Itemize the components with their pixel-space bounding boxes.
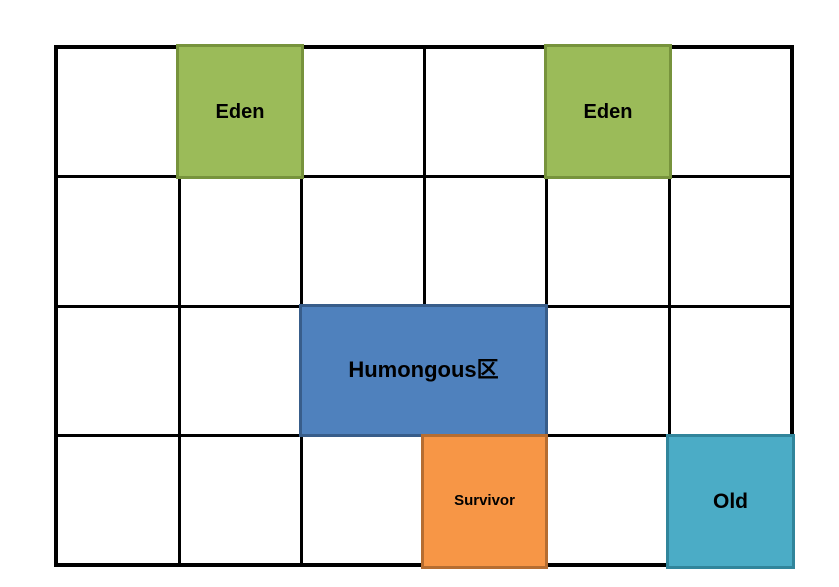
grid-cell [548,436,668,563]
grid-cell [58,436,178,563]
grid-cell [670,178,790,305]
grid-cell [425,49,545,176]
grid-cell [548,307,668,434]
region-humongous-label: Humongous区 [348,357,499,383]
grid-cell [303,178,423,305]
grid-cell [180,436,300,563]
grid-cell [58,307,178,434]
region-old: Old [666,434,795,569]
region-eden-2: Eden [544,44,672,179]
region-humongous: Humongous区 [299,304,548,437]
grid-cell [180,178,300,305]
region-survivor-label: Survivor [454,492,515,510]
region-survivor: Survivor [421,434,548,569]
grid-cell [670,49,790,176]
grid-cell [670,307,790,434]
grid-cell [58,178,178,305]
grid-cell [425,178,545,305]
grid-cell [303,436,423,563]
region-eden-1-label: Eden [215,100,265,123]
grid-cell [180,307,300,434]
grid-cell [548,178,668,305]
grid-cell [58,49,178,176]
region-old-label: Old [713,489,748,513]
region-eden-1: Eden [176,44,304,179]
region-eden-2-label: Eden [583,100,633,123]
grid-cell [303,49,423,176]
